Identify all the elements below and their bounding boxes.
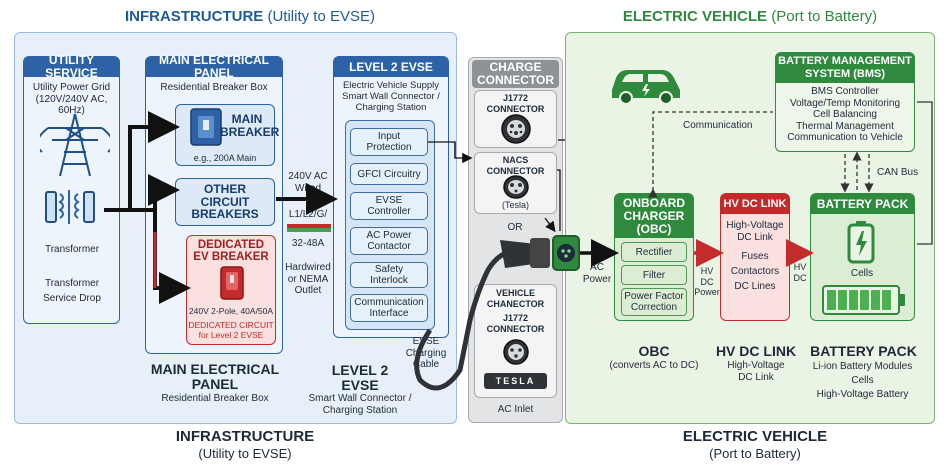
electric-vehicle-bottom-title: ELECTRIC VEHICLE (Port to Battery) xyxy=(682,428,828,461)
communication-label: Communication xyxy=(683,120,753,131)
evse-caption-sub: Smart Wall Connector /Charging Station xyxy=(308,393,412,416)
main-panel-header: MAIN ELECTRICAL PANEL xyxy=(146,54,282,80)
evse-input-protection: Input Protection xyxy=(350,128,428,156)
car-icon xyxy=(612,70,680,105)
obc-caption-sub: (converts AC to DC) xyxy=(609,360,699,371)
transformer-label: Transformer xyxy=(44,244,100,255)
infrastructure-title: INFRASTRUCTURE (Utility to EVSE) xyxy=(124,8,376,25)
bms-communication: Communication to Vehicle xyxy=(787,132,903,143)
breaker-icon xyxy=(190,108,222,146)
main-breaker-note: e.g., 200A Main xyxy=(193,153,257,163)
bms-voltage-temp: Voltage/Temp Monitoring xyxy=(789,97,901,109)
panel-subtitle: Residential Breaker Box xyxy=(160,82,268,93)
battery-caption: BATTERY PACK xyxy=(810,343,917,359)
wire-stripe-green xyxy=(287,228,331,232)
transformer-icon xyxy=(45,190,95,224)
battery-icon xyxy=(847,221,875,264)
hvdc-caption: HV DC LINK xyxy=(715,343,797,359)
utility-service-panel: UTILITY SERVICE Utility Power Grid(120V/… xyxy=(23,54,120,324)
utility-service-header: UTILITY SERVICE xyxy=(24,54,119,80)
obc-rectifier: Rectifier xyxy=(621,242,687,262)
nacs-plug-icon xyxy=(503,175,529,199)
vehicle-j1772-inlet-icon xyxy=(503,339,529,365)
utility-grid-label: Utility Power Grid(120V/240V AC, 60Hz) xyxy=(32,82,111,116)
hvdc-header: HV DC LINK xyxy=(721,194,789,214)
bms-cell-balancing: Cell Balancing xyxy=(813,109,877,120)
evse-ac-power-contactor: AC Power Contactor xyxy=(350,227,428,255)
ev-breaker-note: 240V 2-Pole, 40A/50A xyxy=(188,306,274,316)
bms-features: BMS Controller Voltage/Temp Monitoring C… xyxy=(776,86,914,144)
battery-cells-label: Cells xyxy=(850,268,874,279)
j1772-plug-icon xyxy=(501,114,531,144)
nacs-tesla-note: (Tesla) xyxy=(501,200,529,210)
power-tower-icon xyxy=(40,113,110,177)
bms-thermal: Thermal Management xyxy=(796,120,894,132)
evse-controller: EVSE Controller xyxy=(350,192,428,220)
tesla-badge: TESLA xyxy=(484,373,547,389)
vehicle-inlet-icon xyxy=(552,235,580,271)
infrastructure-bottom-title: INFRASTRUCTURE (Utility to EVSE) xyxy=(175,428,315,461)
ev-breaker-icon xyxy=(220,266,244,300)
wiring-amps-label: 32-48A xyxy=(291,238,325,249)
panel-caption-sub: Residential Breaker Box xyxy=(161,393,269,404)
evse-communication-interface: Communication Interface xyxy=(350,294,428,322)
electric-vehicle-title: ELECTRIC VEHICLE (Port to Battery) xyxy=(622,8,878,25)
wire-stripe-red xyxy=(287,224,331,228)
evse-header: LEVEL 2 EVSE xyxy=(334,57,448,77)
battery-cells-icon xyxy=(822,285,905,315)
battery-pack-header: BATTERY PACK xyxy=(811,194,914,214)
obc-caption: OBC xyxy=(638,343,670,359)
connector-or-label: OR xyxy=(507,222,523,233)
evse-safety-interlock: Safety Interlock xyxy=(350,262,428,288)
obc-power-factor-correction: Power Factor Correction xyxy=(621,288,687,316)
wiring-phases-label: L1/L2/G/ xyxy=(288,209,328,220)
bms-controller: BMS Controller xyxy=(811,86,879,97)
obc-filter: Filter xyxy=(621,265,687,285)
evse-gfci-circuitry: GFCI Circuitry xyxy=(350,163,428,185)
can-bus-label: CAN Bus xyxy=(877,167,919,178)
ac-inlet-label: AC Inlet xyxy=(497,404,534,415)
